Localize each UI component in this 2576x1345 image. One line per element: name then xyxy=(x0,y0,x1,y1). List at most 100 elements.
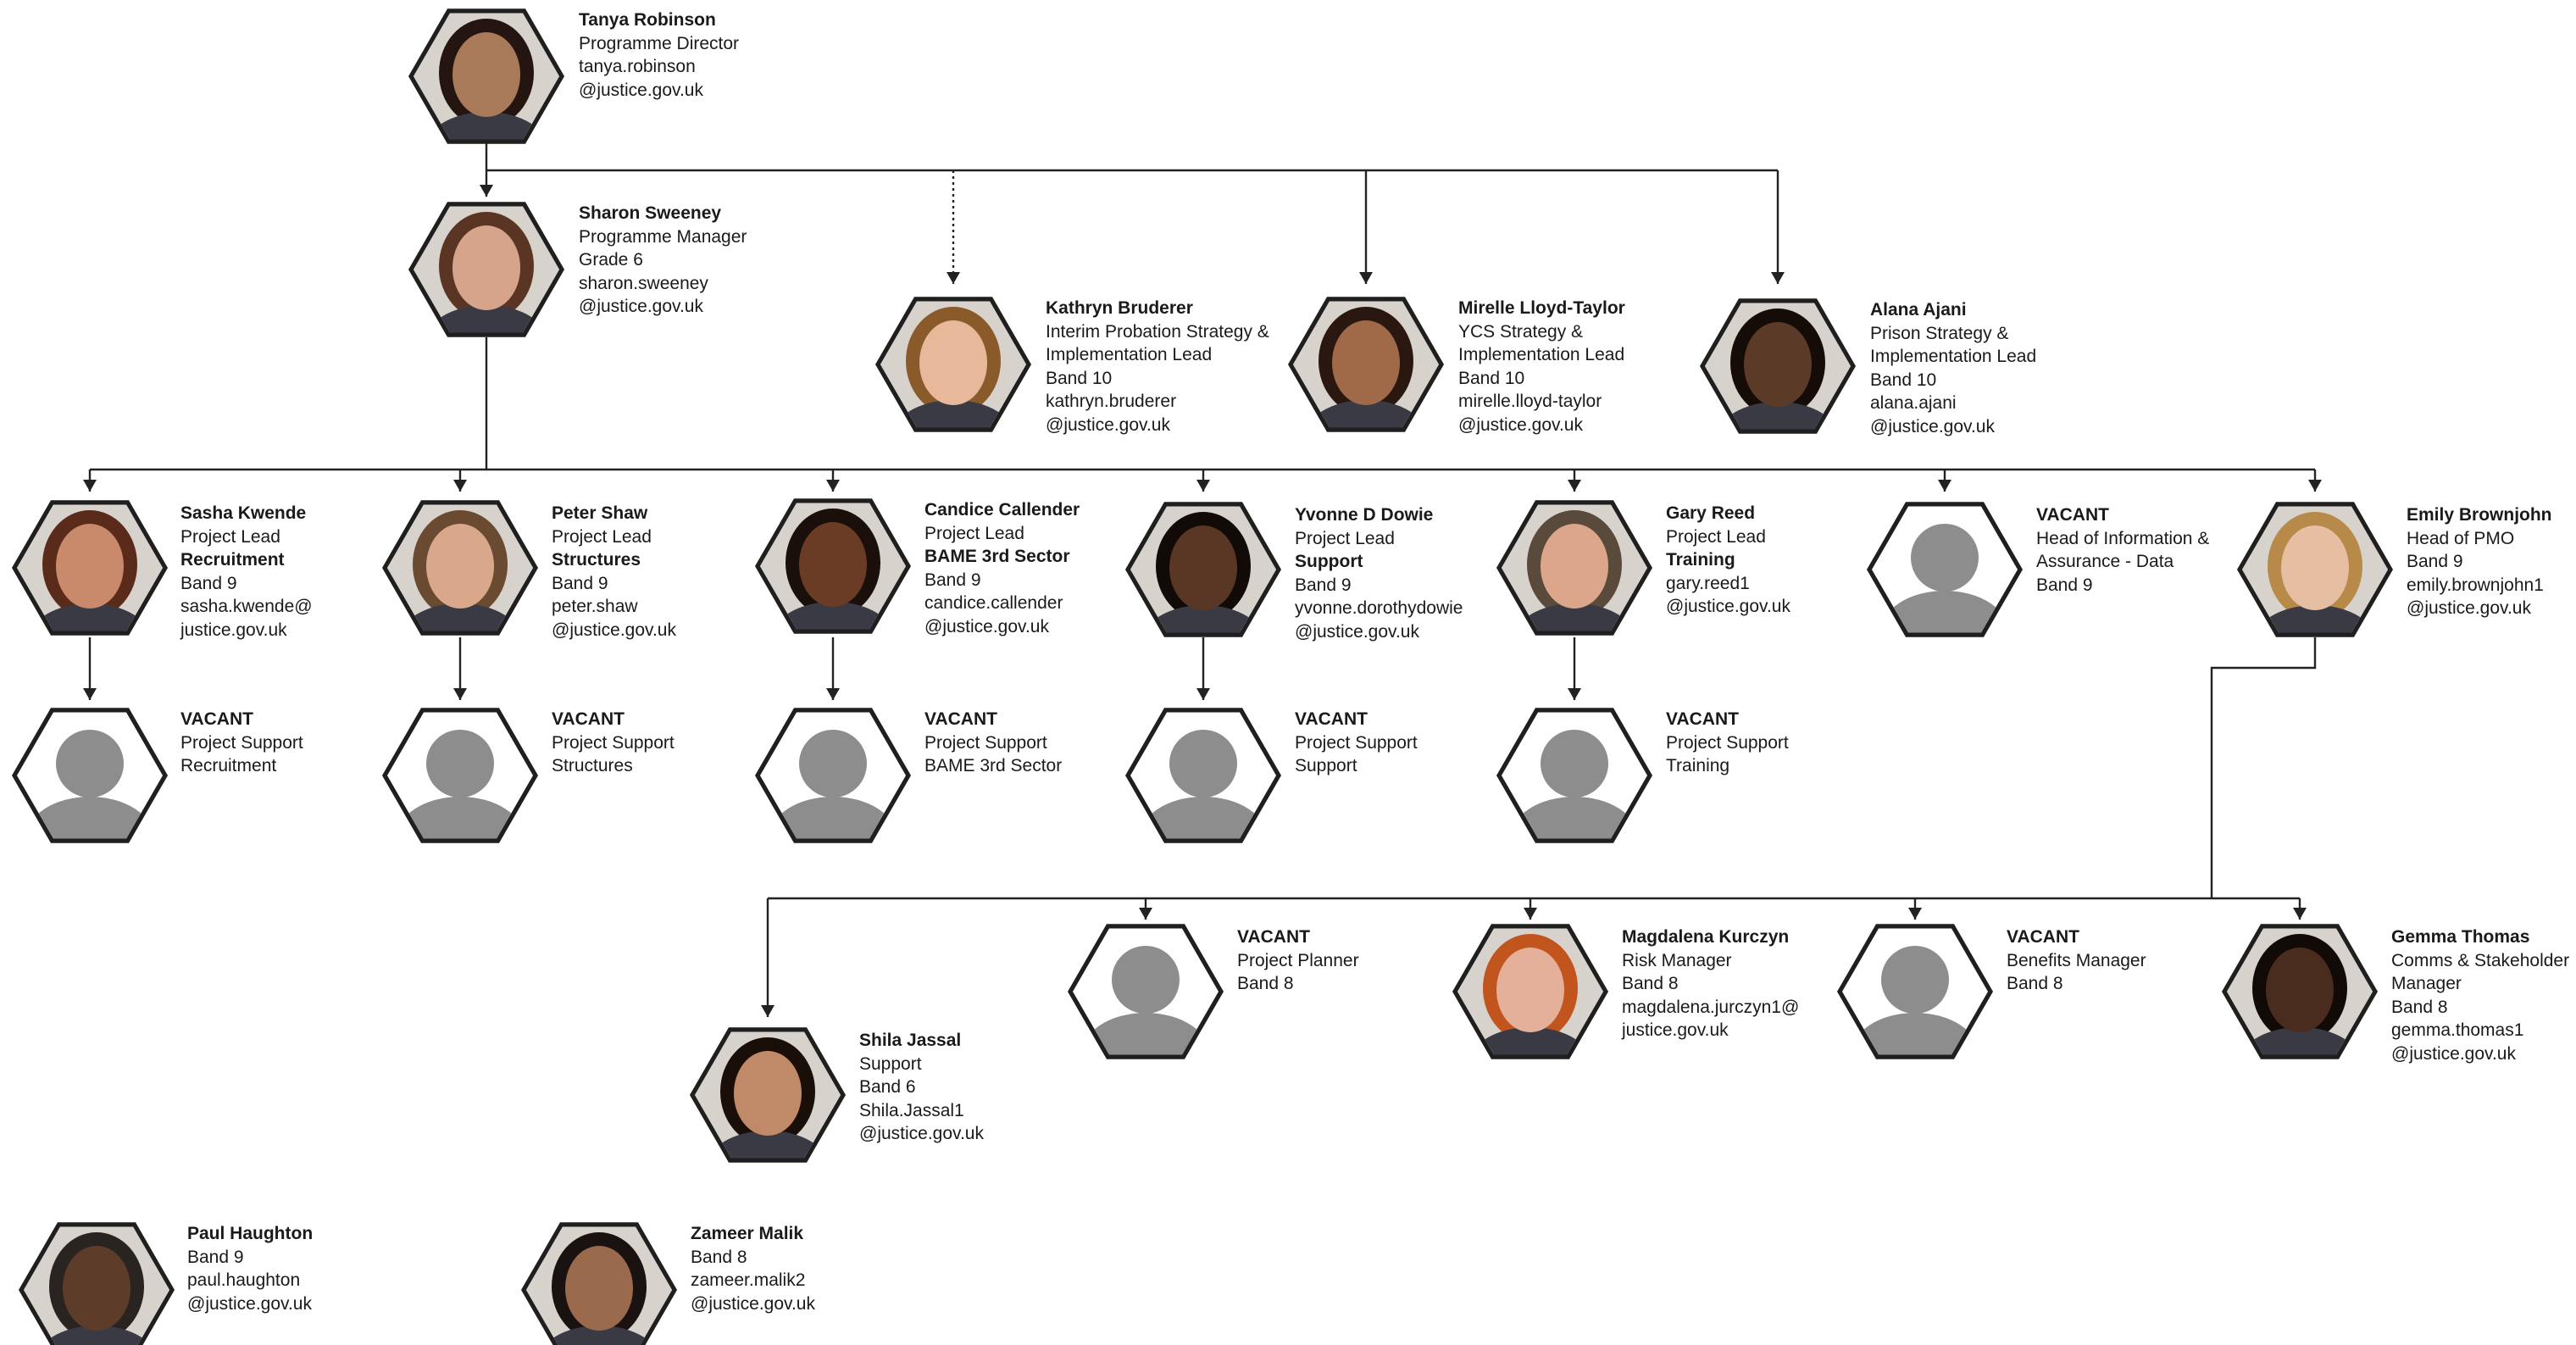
vacant-avatar-icon xyxy=(1867,502,2023,637)
person-detail-line: YCS Strategy & xyxy=(1458,321,1584,342)
person-detail-line: BAME 3rd Sector xyxy=(924,756,1063,775)
person-detail-line: Band 9 xyxy=(924,570,981,590)
person-detail-line: Grade 6 xyxy=(579,250,643,270)
person-detail-line: Project Support xyxy=(924,732,1047,753)
arrowhead xyxy=(1568,480,1581,492)
person-name: Mirelle Lloyd-Taylor xyxy=(1458,298,1625,318)
person-detail-line: @justice.gov.uk xyxy=(924,616,1049,636)
person-detail-line: gemma.thomas1 xyxy=(2391,1020,2524,1040)
connector-pmo-down xyxy=(2210,637,2317,898)
person-detail-line: @justice.gov.uk xyxy=(579,297,703,316)
person-detail-line: Recruitment xyxy=(180,756,277,775)
person-name: VACANT xyxy=(2036,505,2109,525)
person-detail-line: Support xyxy=(1295,756,1357,775)
person-photo xyxy=(1496,500,1652,636)
person-name: Emily Brownjohn xyxy=(2407,505,2552,525)
person-name: VACANT xyxy=(552,709,625,729)
person-detail-line: yvonne.dorothydowie xyxy=(1295,598,1463,618)
person-detail-line: Interim Probation Strategy & xyxy=(1046,321,1269,342)
person-detail-line: Band 9 xyxy=(1295,575,1352,595)
person-photo xyxy=(1700,298,1856,434)
person-detail-line: Benefits Manager xyxy=(2007,950,2146,970)
person-detail-line: sasha.kwende@ xyxy=(180,597,313,616)
arrowhead xyxy=(2293,908,2307,920)
person-detail-line: Head of PMO xyxy=(2407,528,2515,548)
person-detail-line: Assurance - Data xyxy=(2036,552,2174,571)
person-name: Kathryn Bruderer xyxy=(1046,298,1193,318)
person-name: Gary Reed xyxy=(1666,503,1756,523)
person-detail-line: BAME 3rd Sector xyxy=(924,547,1070,566)
person-name: Shila Jassal xyxy=(859,1031,962,1050)
person-name: VACANT xyxy=(180,709,253,729)
arrowhead xyxy=(1568,688,1581,700)
person-detail-line: Implementation Lead xyxy=(1458,345,1625,364)
arrowhead xyxy=(1938,480,1951,492)
person-name: VACANT xyxy=(1295,709,1368,729)
person-detail-line: Recruitment xyxy=(180,550,285,570)
person-detail-line: Structures xyxy=(552,756,633,775)
person-name: Zameer Malik xyxy=(691,1224,804,1243)
person-detail-line: Band 8 xyxy=(2007,974,2063,993)
arrowhead xyxy=(453,480,467,492)
person-detail-line: emily.brownjohn1 xyxy=(2407,575,2544,595)
person-detail-line: peter.shaw xyxy=(552,597,638,616)
person-name: Gemma Thomas xyxy=(2391,927,2530,947)
person-detail-line: Implementation Lead xyxy=(1870,347,2037,366)
person-photo xyxy=(12,500,168,636)
arrowhead xyxy=(1139,908,1152,920)
person-photo xyxy=(382,500,538,636)
person-photo xyxy=(408,8,564,144)
person-name: Yvonne D Dowie xyxy=(1295,505,1434,525)
person-detail-line: sharon.sweeney xyxy=(579,273,708,293)
person-detail-line: Band 9 xyxy=(187,1247,244,1267)
arrowhead xyxy=(480,185,493,197)
person-detail-line: Programme Director xyxy=(579,33,740,53)
person-detail-line: Band 10 xyxy=(1870,370,1937,390)
person-name: Peter Shaw xyxy=(552,503,648,523)
arrowhead xyxy=(83,688,97,700)
person-detail-line: @justice.gov.uk xyxy=(2407,598,2531,618)
person-detail-line: @justice.gov.uk xyxy=(1666,597,1790,616)
person-name: Candice Callender xyxy=(924,500,1080,520)
person-photo xyxy=(1288,297,1444,432)
vacant-avatar-icon xyxy=(1496,708,1652,843)
person-detail-line: Training xyxy=(1666,756,1730,775)
person-detail-line: @justice.gov.uk xyxy=(691,1293,815,1314)
person-detail-line: Risk Manager xyxy=(1622,950,1732,970)
person-photo xyxy=(755,498,911,634)
person-photo xyxy=(2237,502,2393,637)
person-detail-line: @justice.gov.uk xyxy=(187,1293,312,1314)
arrowhead xyxy=(1908,908,1922,920)
person-detail-line: Band 10 xyxy=(1046,368,1113,388)
person-name: Alana Ajani xyxy=(1870,300,1967,320)
person-detail-line: magdalena.jurczyn1@ xyxy=(1622,997,1800,1017)
person-detail-line: zameer.malik2 xyxy=(691,1270,806,1290)
person-detail-line: gary.reed1 xyxy=(1666,573,1750,593)
person-detail-line: Band 9 xyxy=(552,573,608,593)
arrowhead xyxy=(761,1005,774,1017)
person-name: VACANT xyxy=(1237,927,1310,947)
person-detail-line: @justice.gov.uk xyxy=(1458,414,1583,435)
vacant-avatar-icon xyxy=(12,708,168,843)
person-detail-line: Shila.Jassal1 xyxy=(859,1100,964,1120)
vacant-avatar-icon xyxy=(1068,924,1224,1059)
person-name: VACANT xyxy=(1666,709,1739,729)
person-photo xyxy=(1125,502,1281,637)
person-detail-line: Band 9 xyxy=(2036,575,2093,595)
person-detail-line: Comms & Stakeholder xyxy=(2391,950,2570,970)
person-detail-line: Band 8 xyxy=(2391,997,2448,1017)
person-detail-line: Band 8 xyxy=(1622,974,1679,993)
person-detail-line: Band 6 xyxy=(859,1077,916,1097)
